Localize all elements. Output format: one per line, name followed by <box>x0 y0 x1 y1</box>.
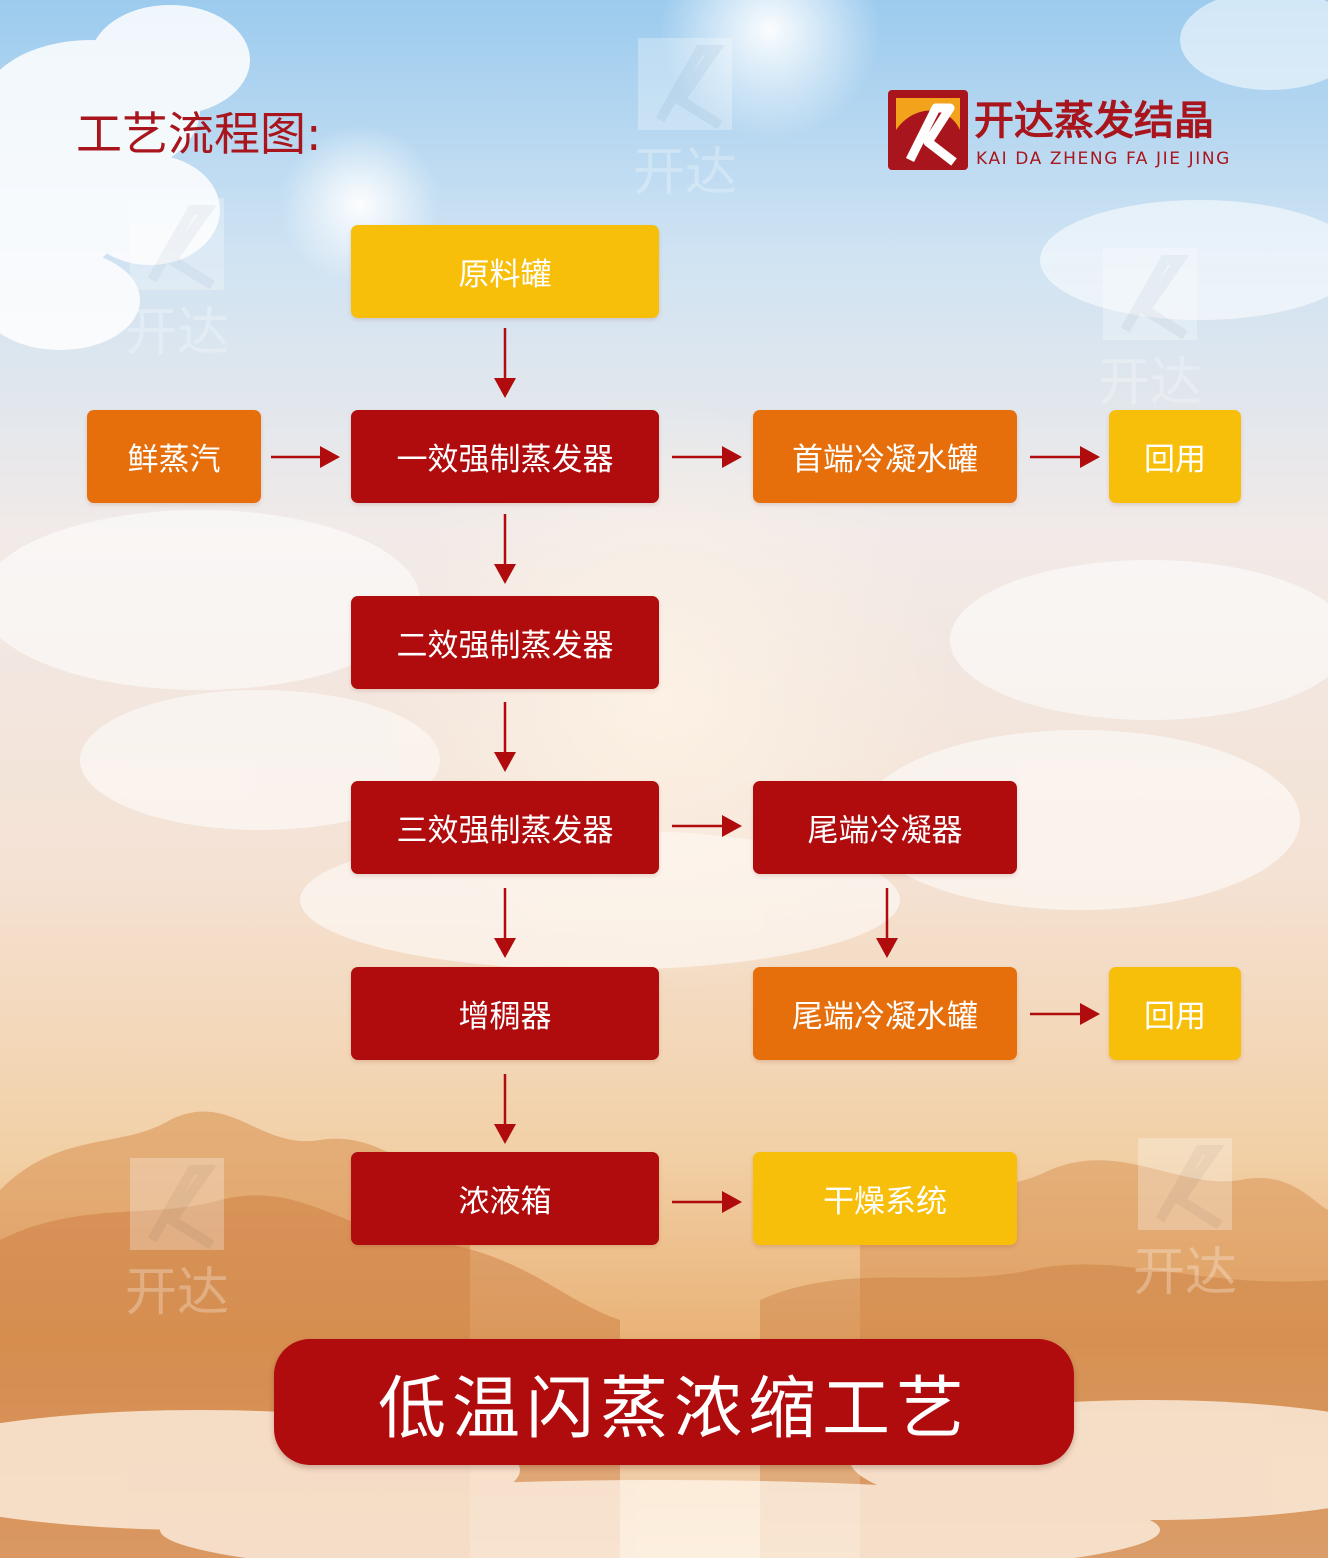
watermark-text: 开达 <box>1098 353 1202 410</box>
watermark-text: 开达 <box>125 1263 229 1320</box>
node-reuse: 回用 <box>1109 967 1241 1060</box>
watermark-text: 开达 <box>1133 1243 1237 1300</box>
node-drying-system: 干燥系统 <box>753 1152 1017 1245</box>
node-thickener: 增稠器 <box>351 967 659 1060</box>
page-title: 工艺流程图: <box>76 107 322 161</box>
node-effect3-evaporator: 三效强制蒸发器 <box>351 781 659 874</box>
banner-title: 低温闪蒸浓缩工艺 <box>377 1369 970 1449</box>
node-tail-condensate-tank: 尾端冷凝水罐 <box>753 967 1017 1060</box>
watermark-logo: 开达 <box>1133 1138 1237 1300</box>
node-effect1-evaporator: 一效强制蒸发器 <box>351 410 659 503</box>
watermark-logo: 开达 <box>125 198 229 360</box>
node-concentrate-tank: 浓液箱 <box>351 1152 659 1245</box>
node-raw-tank: 原料罐 <box>351 225 659 318</box>
watermark-logo: 开达 <box>1098 248 1202 410</box>
watermark-text: 开达 <box>633 143 737 200</box>
node-head-condensate-tank: 首端冷凝水罐 <box>753 410 1017 503</box>
node-fresh-steam: 鲜蒸汽 <box>87 410 261 503</box>
process-name-banner: 低温闪蒸浓缩工艺 <box>274 1339 1074 1465</box>
watermark-text: 开达 <box>125 303 229 360</box>
brand-logo: 开达蒸发结晶 KAI DA ZHENG FA JIE JING <box>888 90 1268 174</box>
watermark-logo: 开达 <box>633 38 737 200</box>
node-effect2-evaporator: 二效强制蒸发器 <box>351 596 659 689</box>
node-tail-condenser: 尾端冷凝器 <box>753 781 1017 874</box>
brand-name: 开达蒸发结晶 <box>974 98 1214 144</box>
brand-pinyin: KAI DA ZHENG FA JIE JING <box>976 149 1231 169</box>
node-reuse: 回用 <box>1109 410 1241 503</box>
watermark-logo: 开达 <box>125 1158 229 1320</box>
brand-k-icon <box>888 90 968 170</box>
